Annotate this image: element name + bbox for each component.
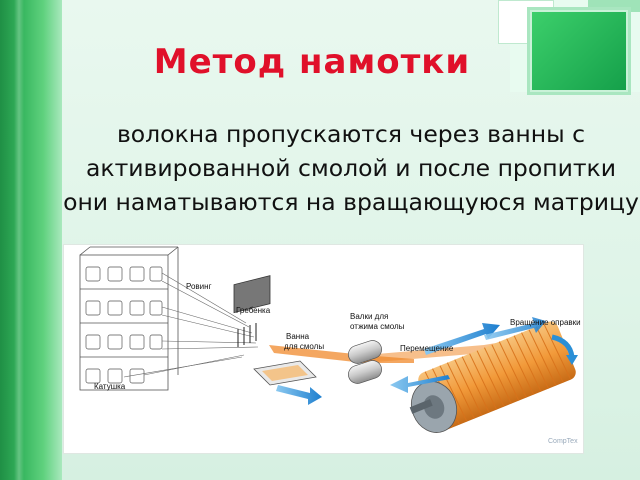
spools [85,266,163,384]
winding-mandrel [409,321,576,433]
winding-method-illustration: Ровинг Гребенка Ванна для смолы Катушка … [63,244,584,454]
label-rotation: Вращение оправки [510,318,581,327]
impregnated-fiber-band [269,335,546,363]
movement-arrow-left [390,375,450,393]
movement-arrow-right [424,323,500,355]
slide-title: Метод намотки [153,42,471,82]
bath-flow-arrow [276,385,322,405]
label-comb: Гребенка [236,306,271,315]
left-decor-band [0,0,62,480]
label-movement: Перемещение [400,344,454,353]
flow-arrows [276,317,578,405]
squeeze-rollers [348,340,382,384]
fiber-strands [123,272,259,378]
slide-body-text: волокна пропускаются через ванны с актив… [63,120,639,216]
top-arrow [484,317,546,340]
label-rollers-1: Валки для [350,312,388,321]
winding-diagram: Ровинг Гребенка Ванна для смолы Катушка … [79,246,581,445]
label-roving: Ровинг [186,282,212,291]
label-spool: Катушка [94,382,126,391]
corner-square-green [530,10,628,92]
figure-logo: CompTex [548,438,578,445]
label-rollers-2: отжима смолы [350,322,405,331]
creel-rack [79,246,179,391]
label-bath-2: для смолы [284,342,324,351]
label-bath-1: Ванна [286,332,310,341]
rotation-arrow [551,334,578,365]
corner-strip [588,0,640,12]
comb [233,275,271,347]
resin-bath [253,360,317,386]
